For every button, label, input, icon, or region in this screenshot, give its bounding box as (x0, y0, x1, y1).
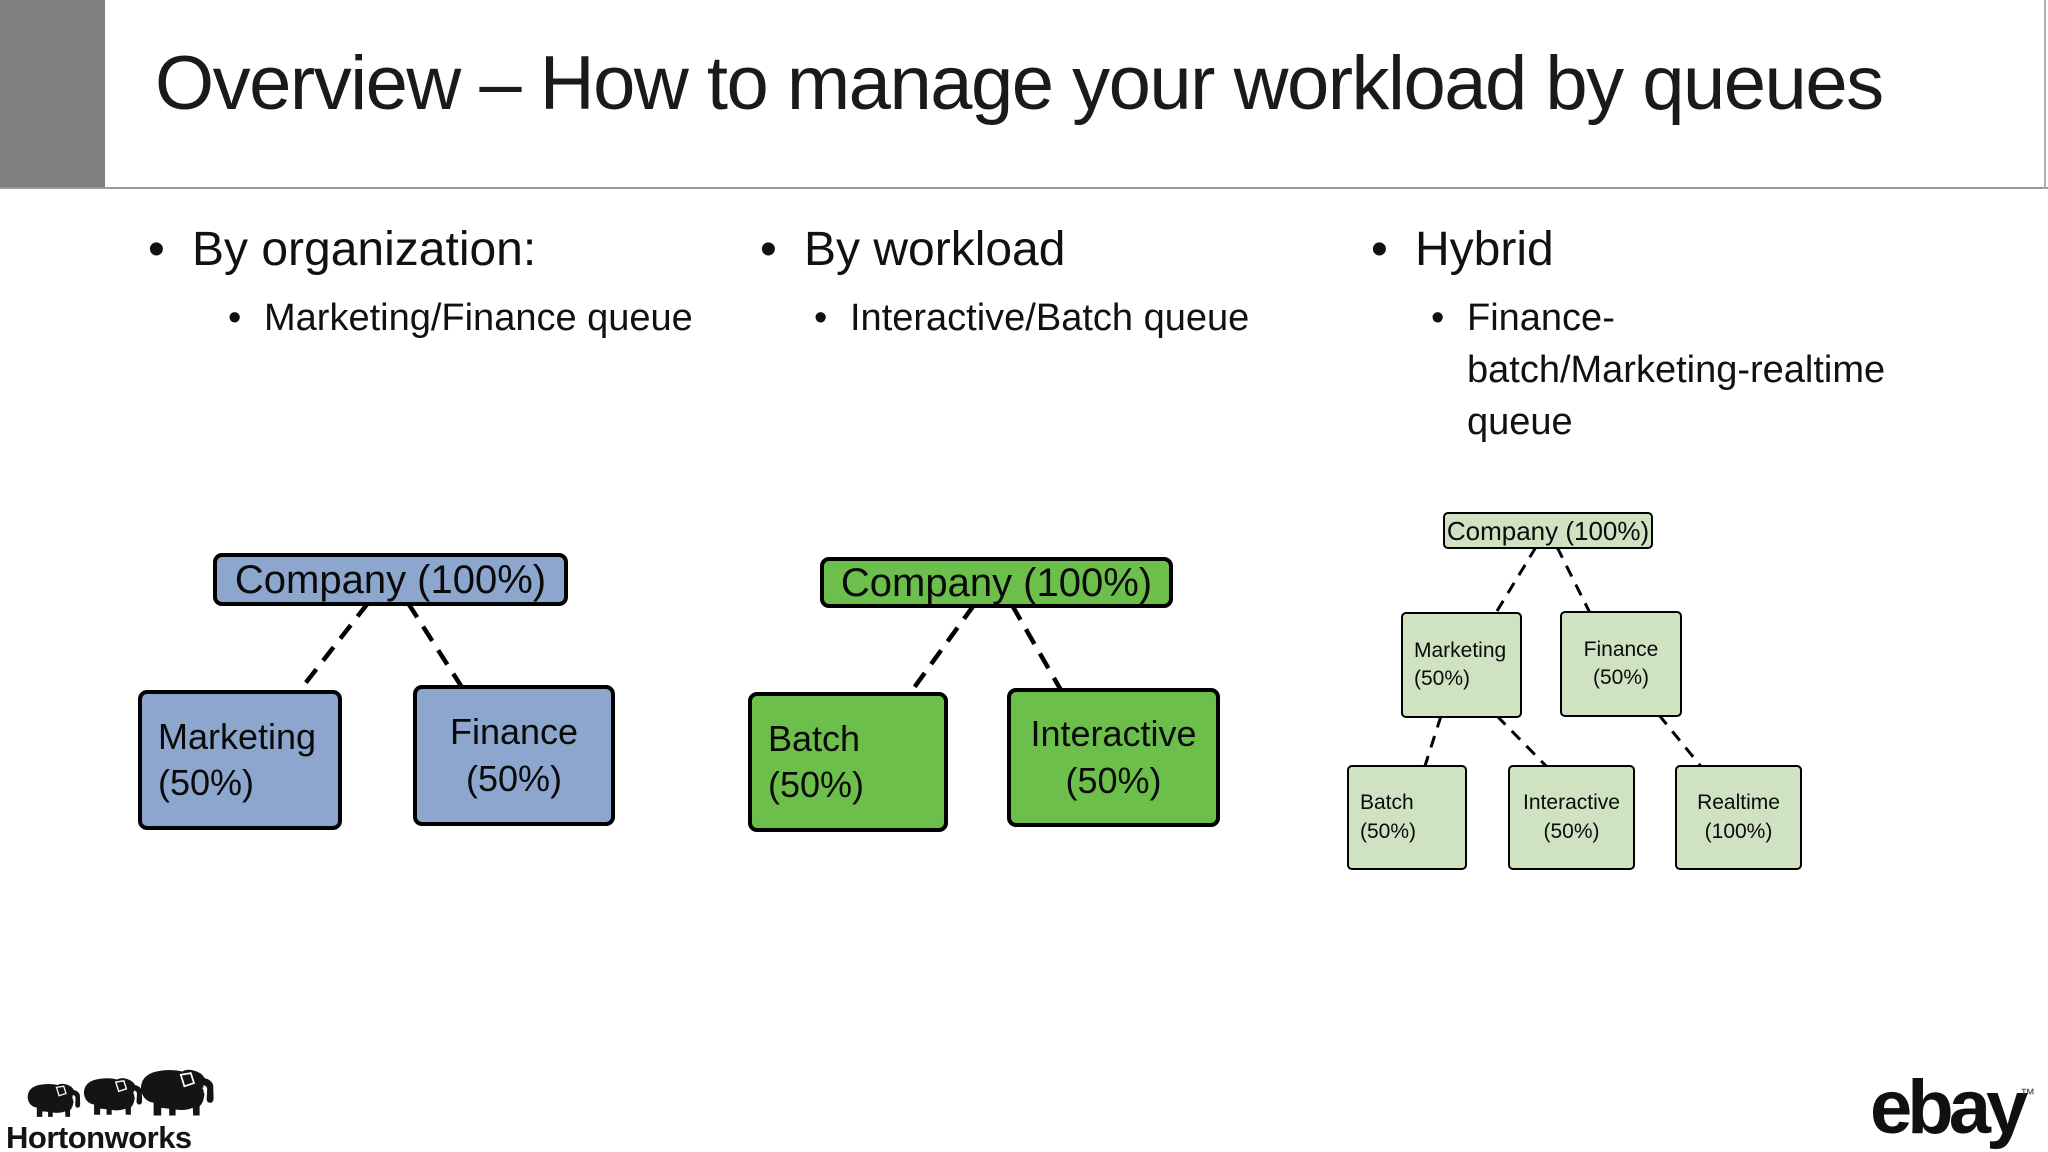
hortonworks-elephant-large-icon (136, 1065, 216, 1118)
hortonworks-wordmark: Hortonworks (6, 1120, 192, 1152)
subbullet-marketing-finance-queue-label: Marketing/Finance queue (264, 297, 693, 339)
header-right-edge-line (2044, 0, 2046, 189)
workload-node-company: Company (100%) (820, 557, 1173, 608)
workload-edge-company-interactive (1010, 603, 1064, 694)
slide-title: Overview – How to manage your workload b… (155, 41, 1884, 126)
bullet-by-organization-label: By organization: (192, 223, 537, 276)
hortonworks-elephant-small-icon (24, 1081, 82, 1118)
bullet-hybrid-label: Hybrid (1415, 223, 1554, 276)
hybrid-edge-company-finance (1555, 546, 1593, 616)
bullet-by-workload: By workload (760, 222, 1065, 277)
hybrid-node-marketing: Marketing (50%) (1401, 612, 1522, 718)
header-accent-block (0, 0, 105, 188)
hybrid-edge-finance-realtime (1657, 714, 1705, 770)
hybrid-edge-marketing-interactive (1495, 714, 1551, 771)
workload-node-interactive: Interactive (50%) (1007, 688, 1220, 827)
org-node-marketing: Marketing (50%) (138, 690, 342, 830)
hybrid-edge-company-marketing (1492, 546, 1538, 617)
bullet-by-organization: By organization: (148, 222, 536, 277)
subbullet-interactive-batch-queue: Interactive/Batch queue (814, 292, 1249, 344)
subbullet-hybrid-queue: Finance- batch/Marketing-realtime queue (1431, 292, 1885, 448)
hybrid-edge-marketing-batch (1422, 715, 1443, 770)
org-edge-company-finance (406, 601, 465, 691)
org-edge-company-marketing (295, 601, 370, 696)
org-node-finance: Finance (50%) (413, 685, 615, 826)
hybrid-node-batch: Batch (50%) (1347, 765, 1467, 870)
workload-node-batch: Batch (50%) (748, 692, 948, 832)
ebay-trademark-symbol: ™ (2020, 1086, 2035, 1103)
bullet-by-workload-label: By workload (804, 223, 1066, 276)
org-node-company: Company (100%) (213, 553, 568, 606)
subbullet-marketing-finance-queue: Marketing/Finance queue (228, 292, 693, 344)
hybrid-node-interactive: Interactive (50%) (1508, 765, 1635, 870)
hybrid-node-finance: Finance (50%) (1560, 611, 1682, 717)
workload-edge-company-batch (906, 603, 976, 698)
header-divider-line (0, 187, 2048, 189)
hortonworks-elephant-medium-icon (80, 1073, 144, 1118)
ebay-wordmark: ebay (1870, 1065, 2028, 1150)
subbullet-hybrid-queue-label: Finance- batch/Marketing-realtime queue (1467, 297, 1886, 443)
hybrid-node-company: Company (100%) (1443, 512, 1653, 549)
subbullet-interactive-batch-queue-label: Interactive/Batch queue (850, 297, 1250, 339)
bullet-hybrid: Hybrid (1371, 222, 1554, 277)
hybrid-node-realtime: Realtime (100%) (1675, 765, 1802, 870)
